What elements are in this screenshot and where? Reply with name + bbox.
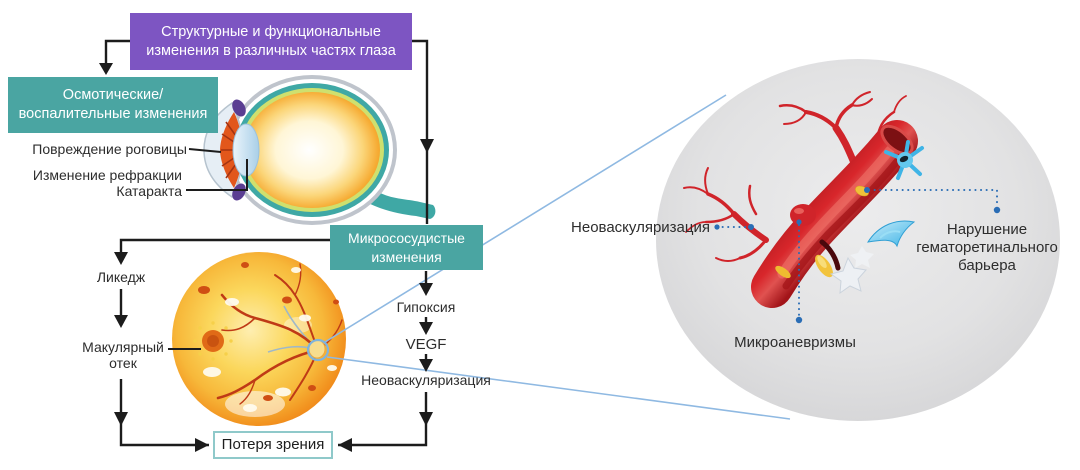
- retina-fundus: [172, 252, 346, 426]
- microvascular-changes-box: Микрососудистые изменения: [330, 225, 483, 270]
- blood-retinal-barrier-label: Нарушение гематоретинального барьера: [916, 221, 1058, 274]
- exudates: [203, 267, 337, 412]
- cataract-label: Катаракта: [116, 183, 182, 200]
- hypoxia-label: Гипоксия: [396, 299, 456, 315]
- vegf-label: VEGF: [405, 336, 447, 353]
- osmotic-line1: Осмотические/: [62, 87, 164, 104]
- magnifier-source-circle: [306, 338, 330, 362]
- microaneurysms-label: Микроаневризмы: [734, 334, 856, 351]
- vision-loss-box: Потеря зрения: [213, 431, 333, 459]
- annotation-dotted-lines: [716, 189, 998, 317]
- corneal-damage-label: Повреждение роговицы: [32, 141, 187, 157]
- flow-arrowheads: [99, 63, 434, 452]
- refraction-change-label: Изменение рефракции: [32, 167, 182, 183]
- osmotic-line2: воспалительные изменения: [18, 106, 208, 122]
- eye-cross-section: [203, 75, 436, 225]
- refraction-cataract-label: Изменение рефракции Катаракта: [6, 167, 182, 199]
- macular-edema-label: Макулярный отек: [82, 339, 164, 372]
- hemorrhages: [198, 262, 339, 401]
- optic-nerve: [366, 186, 436, 219]
- magnified-circle-background: [656, 59, 1060, 421]
- leukocyte-cell: [866, 220, 916, 248]
- pericyte-cell: [884, 140, 924, 180]
- zoom-lines: [324, 94, 791, 420]
- drusen-ring: [193, 321, 233, 361]
- structural-changes-box: Структурные и функциональные изменения в…: [130, 13, 412, 70]
- white-blood-cell: [829, 256, 867, 295]
- annotation-dots: [714, 187, 1001, 324]
- vessel-tear: [819, 239, 841, 271]
- neovascularization-annotation-label: Неоваскуляризация: [571, 219, 710, 236]
- retinal-vessel-illustration: [683, 91, 924, 308]
- neovascularization-flow-label: Неоваскуляризация: [361, 372, 491, 388]
- osmotic-changes-box: Осмотические/ воспалительные изменения: [8, 77, 218, 133]
- flow-connectors: [104, 39, 429, 447]
- aneurysm-bulge: [790, 204, 816, 226]
- leakage-label: Ликедж: [96, 269, 146, 285]
- vessel-cut-end: [880, 124, 914, 156]
